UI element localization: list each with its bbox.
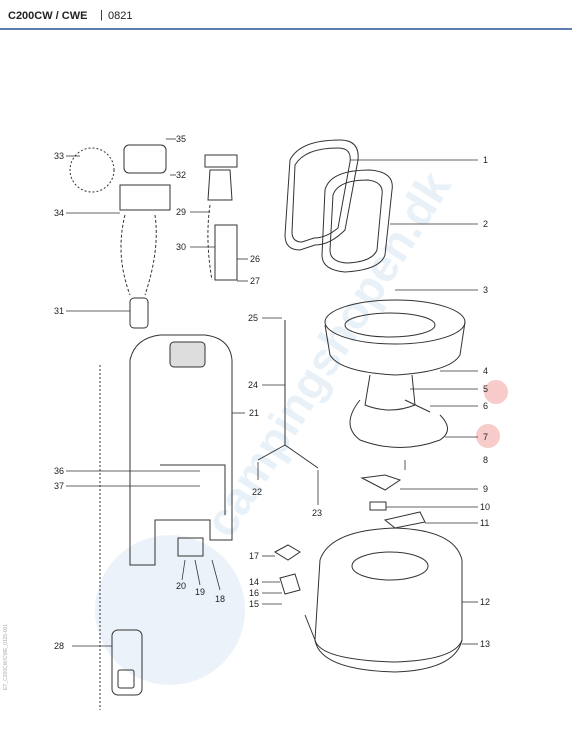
header-rule <box>0 28 572 30</box>
part-34-hose-right <box>144 214 157 296</box>
leader-20 <box>181 559 186 581</box>
callout-36: 36 <box>54 466 64 476</box>
callout-8: 8 <box>483 455 488 465</box>
part-9-clip <box>360 474 402 491</box>
page-header: C200CW / CWE | 0821 <box>0 0 572 30</box>
part-5-6-nozzle <box>404 399 431 413</box>
callout-27: 27 <box>250 276 260 286</box>
leader-19 <box>194 559 201 586</box>
callout-14: 14 <box>249 577 259 587</box>
callout-6: 6 <box>483 401 488 411</box>
callout-22: 22 <box>252 487 262 497</box>
callout-25: 25 <box>248 313 258 323</box>
part-28-indicator <box>111 629 143 696</box>
part-31-float <box>129 297 149 329</box>
callout-37: 37 <box>54 481 64 491</box>
callout-32: 32 <box>176 170 186 180</box>
watermark-text: campingshopen.dk <box>194 162 460 545</box>
part-21-window <box>169 341 206 368</box>
callout-17: 17 <box>249 551 259 561</box>
callout-16: 16 <box>249 588 259 598</box>
callout-7: 7 <box>483 432 488 442</box>
callout-33: 33 <box>54 151 64 161</box>
part-22-23-cable-ends <box>257 444 319 469</box>
part-2-seat-inner <box>329 179 383 264</box>
leader-18 <box>211 559 221 591</box>
header-separator: | <box>100 9 103 21</box>
part-10-seal <box>369 501 387 511</box>
part-1-lid <box>284 139 359 251</box>
callout-24: 24 <box>248 380 258 390</box>
part-2-seat <box>321 169 393 273</box>
part-35-valve-cap <box>123 144 167 174</box>
part-29-pump-head <box>207 169 233 201</box>
callout-21: 21 <box>249 408 259 418</box>
callout-28: 28 <box>54 641 64 651</box>
part-33-detail-circle <box>69 147 115 193</box>
callout-12: 12 <box>480 597 490 607</box>
callout-26: 26 <box>250 254 260 264</box>
part-20-switch <box>177 537 204 557</box>
part-14-latch <box>279 573 301 595</box>
part-32-valve-body <box>119 184 171 211</box>
callout-18: 18 <box>215 594 225 604</box>
callout-31: 31 <box>54 306 64 316</box>
watermark-circle <box>95 535 245 685</box>
part-4-bowl-neck <box>364 374 416 411</box>
part-12-tank-opening <box>351 551 429 581</box>
part-28-display <box>117 669 135 689</box>
callout-5: 5 <box>483 384 488 394</box>
part-30-pump-cylinder <box>214 224 238 281</box>
callout-20: 20 <box>176 581 186 591</box>
model-name: C200CW / CWE <box>8 10 88 22</box>
callout-9: 9 <box>483 484 488 494</box>
part-12-tank <box>314 527 463 663</box>
callout-3: 3 <box>483 285 488 295</box>
callout-23: 23 <box>312 508 322 518</box>
document-code: 0821 <box>108 10 133 22</box>
callout-labels: 1 2 3 4 5 6 7 8 9 10 11 12 13 14 15 16 1… <box>54 134 490 651</box>
highlight-marks <box>476 380 508 448</box>
highlight-5-6 <box>484 380 508 404</box>
callout-1: 1 <box>483 155 488 165</box>
part-drawings <box>69 139 466 710</box>
callout-29: 29 <box>176 207 186 217</box>
part-30-pump-hose <box>207 204 213 281</box>
callout-15: 15 <box>249 599 259 609</box>
part-17-cap <box>273 544 301 561</box>
part-34-hose-left <box>120 214 131 296</box>
callout-34: 34 <box>54 208 64 218</box>
callout-13: 13 <box>480 639 490 649</box>
watermark: campingshopen.dk <box>95 162 461 685</box>
part-36-bracket <box>160 464 226 515</box>
part-29-pump-handle <box>204 154 238 168</box>
callout-30: 30 <box>176 242 186 252</box>
part-1-lid-inner <box>291 147 351 243</box>
callout-11: 11 <box>480 518 489 528</box>
part-7-hose <box>349 399 448 448</box>
part-3-bowl-opening <box>344 312 436 338</box>
callout-10: 10 <box>480 502 490 512</box>
leader-lines <box>66 138 478 647</box>
callout-4: 4 <box>483 366 488 376</box>
part-21-housing <box>129 334 233 566</box>
part-4-bowl-body <box>324 321 466 376</box>
part-13-tank-base <box>304 614 463 673</box>
callout-35: 35 <box>176 134 186 144</box>
callout-19: 19 <box>195 587 205 597</box>
callout-2: 2 <box>483 219 488 229</box>
highlight-7 <box>476 424 500 448</box>
side-document-code: ET_C200CW/CWE_0115-001 <box>3 623 9 690</box>
part-11-bracket <box>383 511 426 529</box>
